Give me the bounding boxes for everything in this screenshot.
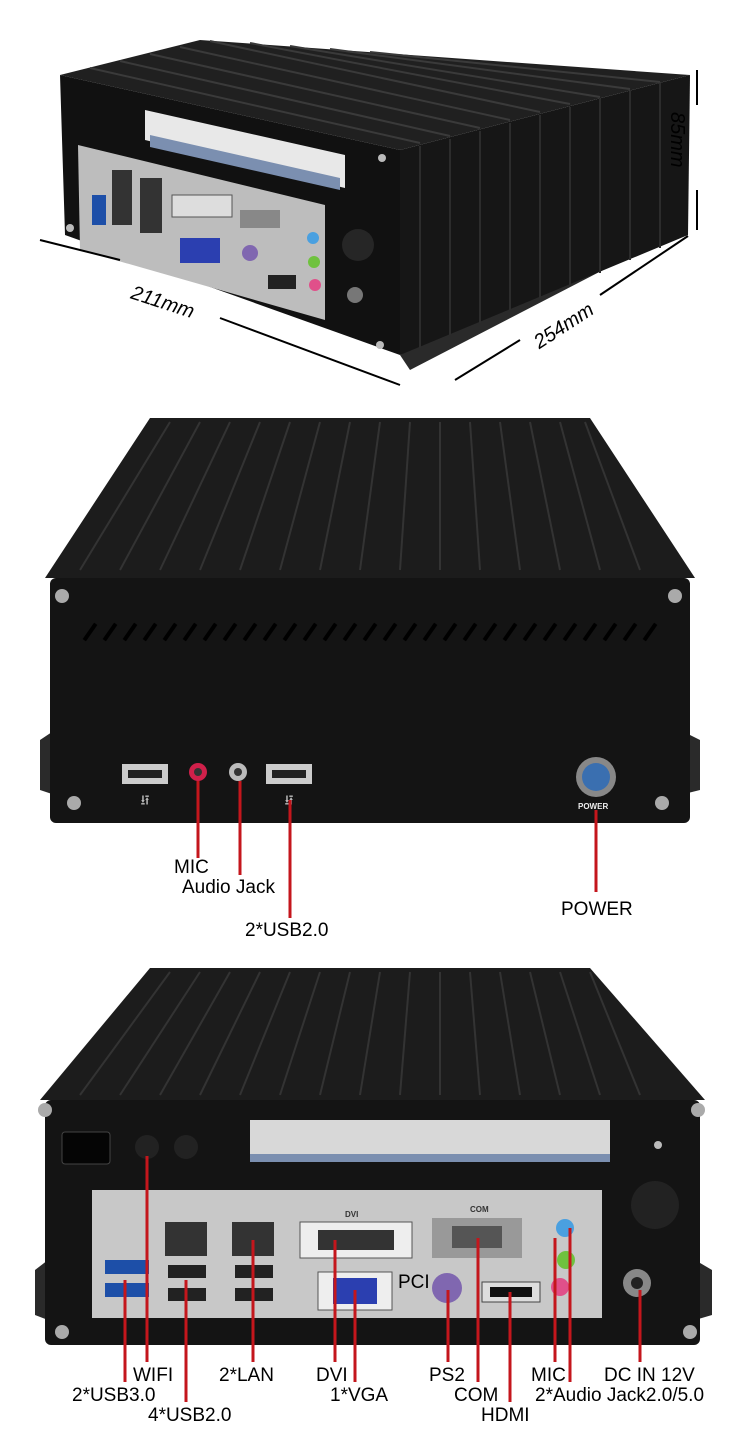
- dvi-label: DVI: [316, 1365, 348, 1386]
- power-button-text: POWER: [578, 802, 609, 811]
- vga-label: 1*VGA: [330, 1385, 389, 1406]
- isometric-chassis-drawing: [39, 40, 698, 386]
- front-audio-jack-label: Audio Jack: [182, 877, 275, 898]
- io-com-text: COM: [470, 1205, 489, 1214]
- front-chassis-drawing: ⭿ ⭿: [40, 418, 700, 918]
- rear-mic-label: MIC: [531, 1365, 566, 1386]
- usb3-label: 2*USB3.0: [72, 1385, 156, 1406]
- rear-audio-jack-label: 2*Audio Jack2.0/5.0: [535, 1385, 705, 1406]
- front-view-panel: ⭿ ⭿ POWER MIC Audio Jack 2*USB2.0 POWER: [0, 400, 750, 960]
- rear-chassis-drawing: [35, 968, 712, 1402]
- lan-label: 2*LAN: [219, 1365, 274, 1386]
- front-mic-label: MIC: [174, 857, 209, 878]
- wifi-label: WIFI: [133, 1365, 174, 1386]
- hdmi-label: HDMI: [481, 1405, 530, 1426]
- rear-view-panel: COM DVI PCI WIFI 2*USB3.0 2*LAN 4*USB2.0…: [0, 960, 750, 1453]
- usb2-label: 4*USB2.0: [148, 1405, 232, 1426]
- dc-in-label: DC IN 12V: [604, 1365, 695, 1386]
- front-power-label: POWER: [561, 899, 633, 920]
- io-dvi-text: DVI: [345, 1210, 359, 1219]
- isometric-view-panel: 211mm 254mm 85mm: [0, 0, 750, 400]
- ps2-label: PS2: [429, 1365, 465, 1386]
- svg-text:⭿: ⭿: [140, 792, 149, 808]
- com-label: COM: [454, 1385, 499, 1406]
- front-usb-label: 2*USB2.0: [245, 920, 329, 941]
- height-dimension-label: 85mm: [666, 112, 688, 168]
- pci-label: PCI: [398, 1272, 430, 1293]
